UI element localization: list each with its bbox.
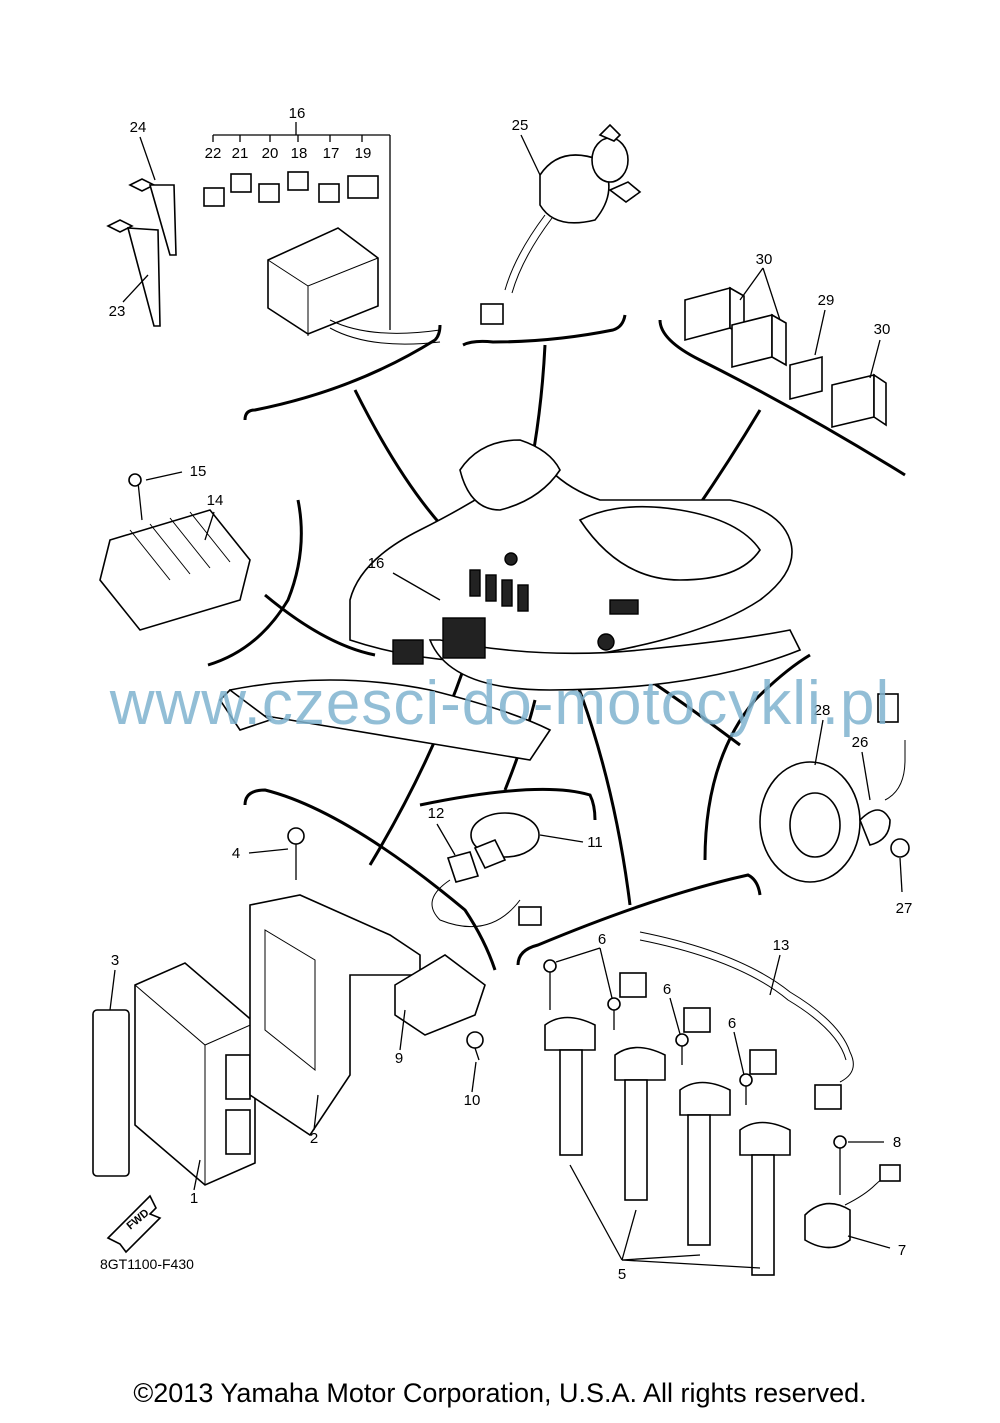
callout-11: 11 bbox=[587, 834, 603, 851]
callout-8: 8 bbox=[893, 1134, 901, 1151]
callout-27: 27 bbox=[896, 900, 913, 917]
copyright-notice: ©2013 Yamaha Motor Corporation, U.S.A. A… bbox=[133, 1378, 867, 1408]
callout-23: 23 bbox=[109, 303, 126, 320]
callout-6-a: 6 bbox=[598, 931, 606, 948]
callout-leaders bbox=[109, 134, 903, 1269]
callout-4: 4 bbox=[232, 845, 240, 862]
callout-14: 14 bbox=[207, 492, 224, 509]
main-switch-group bbox=[480, 123, 642, 325]
callout-17: 17 bbox=[323, 145, 340, 162]
callout-20: 20 bbox=[262, 145, 279, 162]
relay-group bbox=[684, 286, 887, 429]
callout-labels: 24 16 22 21 20 18 17 19 25 23 30 29 30 1… bbox=[109, 105, 913, 1283]
callout-16-center: 16 bbox=[368, 555, 385, 572]
ignition-coil-group bbox=[543, 931, 854, 1276]
callout-12: 12 bbox=[428, 805, 445, 822]
fuse-box-group bbox=[203, 122, 441, 345]
callout-25: 25 bbox=[512, 117, 529, 134]
callout-29: 29 bbox=[818, 292, 835, 309]
callout-19: 19 bbox=[355, 145, 372, 162]
callout-24: 24 bbox=[130, 119, 147, 136]
callout-10: 10 bbox=[464, 1092, 481, 1109]
callout-30-left: 30 bbox=[756, 251, 773, 268]
cable-tie-group bbox=[106, 178, 177, 327]
callout-6-c: 6 bbox=[728, 1015, 736, 1032]
callout-7: 7 bbox=[898, 1242, 906, 1259]
callout-26: 26 bbox=[852, 734, 869, 751]
callout-28: 28 bbox=[814, 702, 831, 719]
callout-9: 9 bbox=[395, 1050, 403, 1067]
callout-30-right: 30 bbox=[874, 321, 891, 338]
callout-21: 21 bbox=[232, 145, 249, 162]
callout-18: 18 bbox=[291, 145, 308, 162]
watermark-url: www.czesci-do-motocykli.pl bbox=[109, 669, 891, 738]
ecu-group bbox=[92, 827, 486, 1186]
fwd-arrow bbox=[106, 1194, 162, 1254]
callout-5: 5 bbox=[618, 1266, 626, 1283]
rectifier-regulator bbox=[99, 473, 251, 631]
callout-3: 3 bbox=[111, 952, 119, 969]
callout-15: 15 bbox=[190, 463, 207, 480]
chassis-outline bbox=[218, 439, 802, 761]
pickup-coil-group bbox=[759, 693, 910, 883]
callout-2: 2 bbox=[310, 1130, 318, 1147]
callout-13: 13 bbox=[773, 937, 790, 954]
callout-1: 1 bbox=[190, 1190, 198, 1207]
catalog-number: 8GT1100-F430 bbox=[100, 1256, 194, 1272]
sensor-group bbox=[431, 812, 542, 928]
callout-6-b: 6 bbox=[663, 981, 671, 998]
callout-16-top: 16 bbox=[289, 105, 306, 122]
callout-22: 22 bbox=[205, 145, 222, 162]
crank-sensor-group bbox=[804, 1135, 901, 1249]
